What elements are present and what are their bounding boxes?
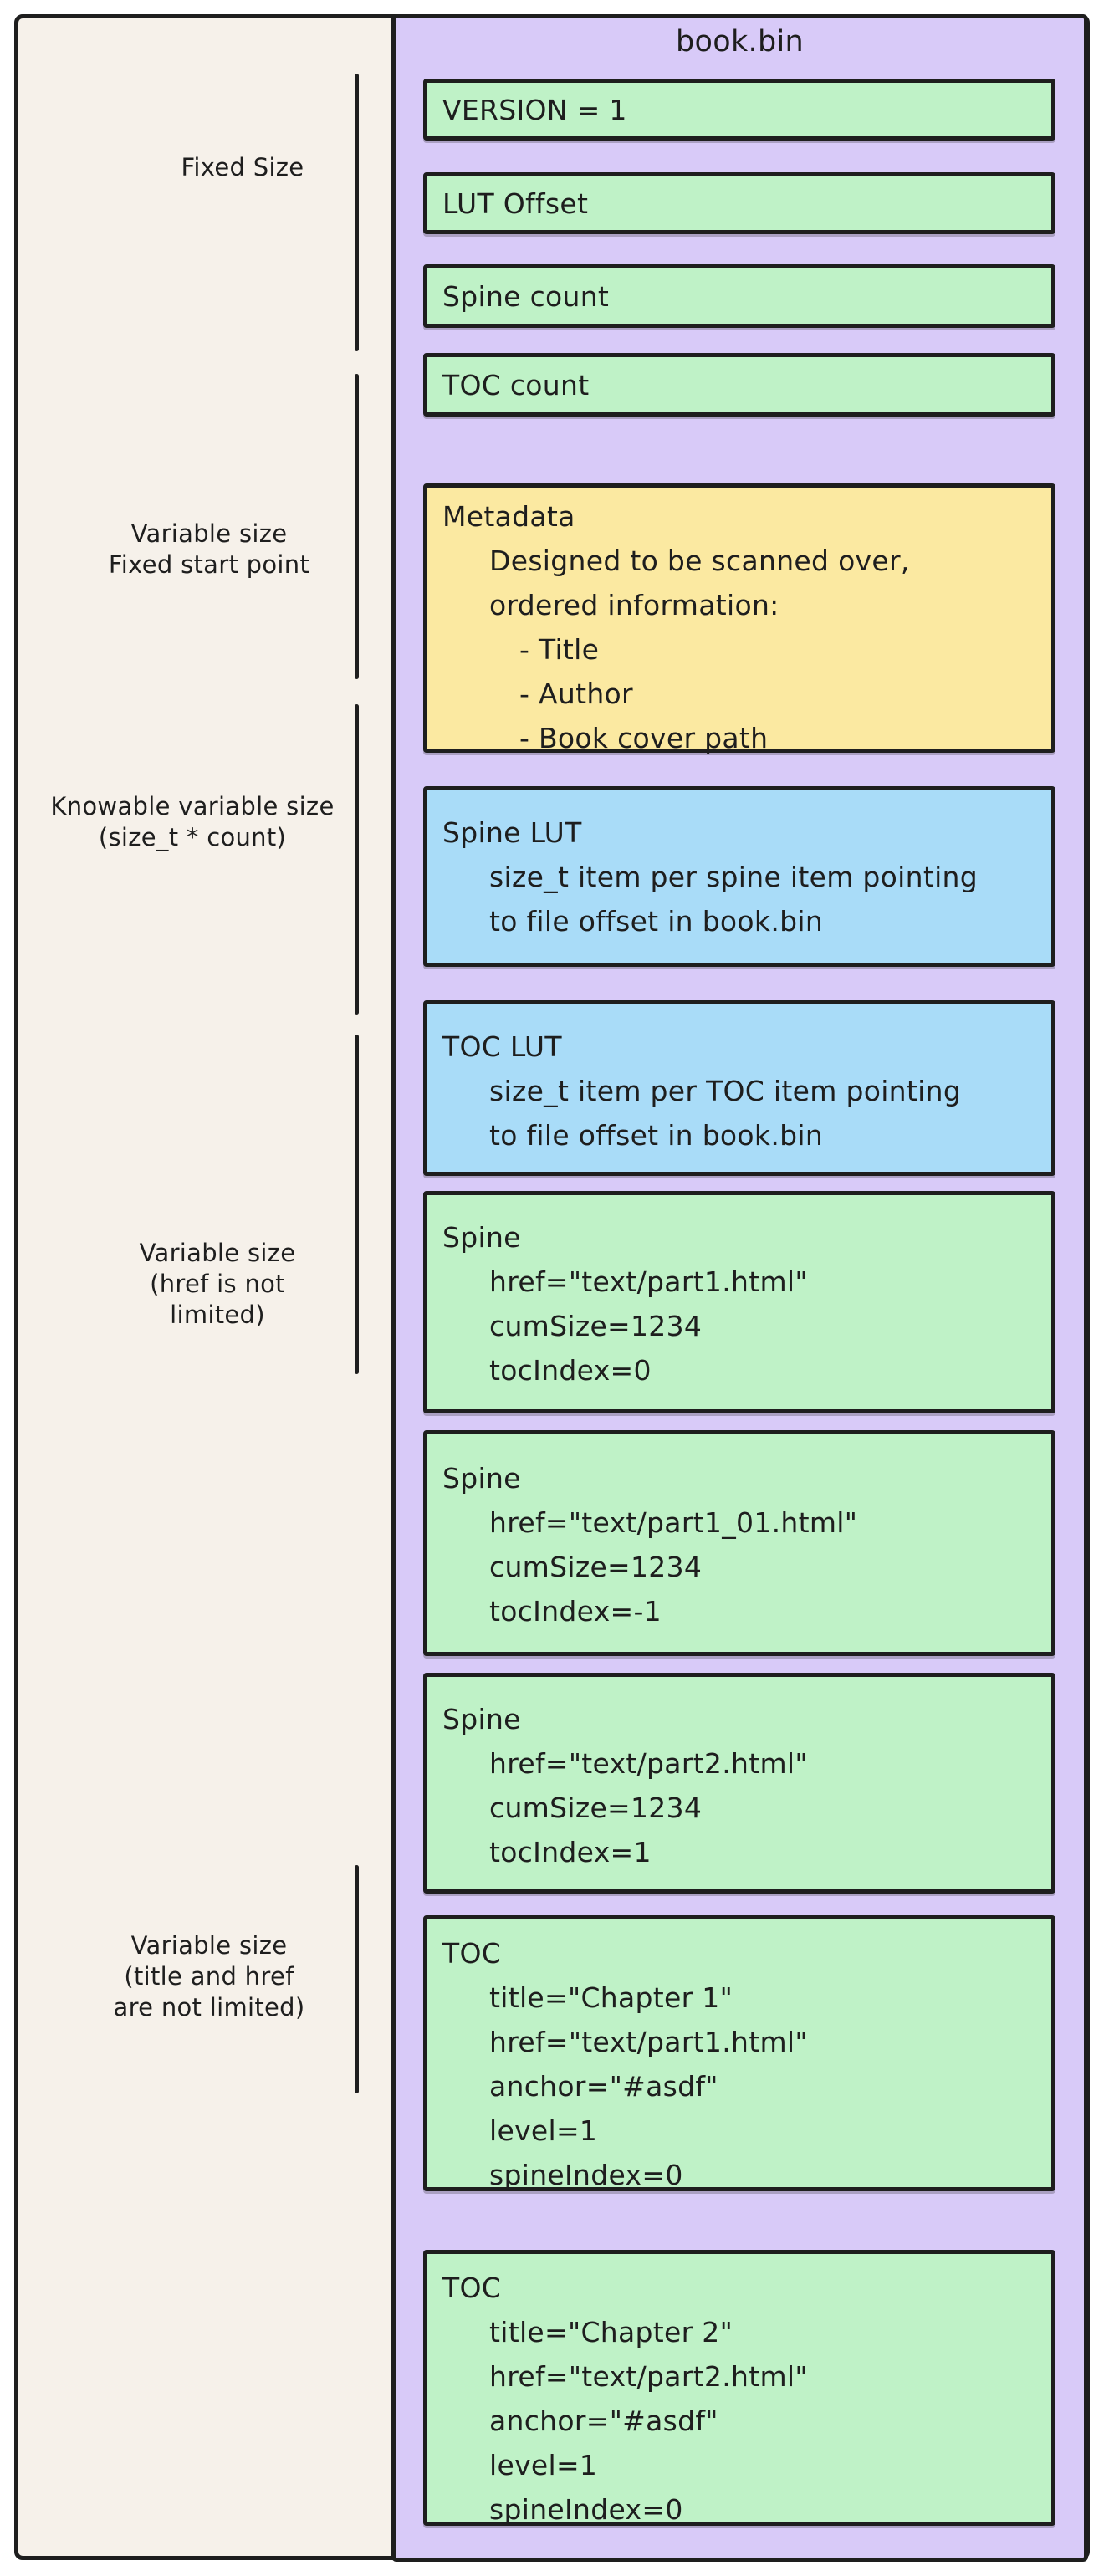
box-text: title="Chapter 1" <box>489 1981 733 2014</box>
label-text: Variable size <box>130 1931 288 1960</box>
box-spine-entry-2: Spine href="text/part1_01.html" cumSize=… <box>423 1430 1055 1656</box>
box-spine-entry-3: Spine href="text/part2.html" cumSize=123… <box>423 1673 1055 1894</box>
label-variable-size-title-href: Variable size (title and href are not li… <box>59 1930 360 2023</box>
label-text: (size_t * count) <box>98 823 287 851</box>
box-title: TOC <box>442 2272 502 2304</box>
label-text: (href is not <box>150 1270 285 1298</box>
label-variable-size-fixed-start: Variable size Fixed start point <box>50 519 368 580</box>
box-text: title="Chapter 2" <box>489 2316 733 2349</box>
box-toc-lut: TOC LUT size_t item per TOC item pointin… <box>423 1000 1055 1176</box>
box-text: tocIndex=0 <box>489 1354 652 1387</box>
box-text: to file offset in book.bin <box>489 905 824 938</box>
box-version: VERSION = 1 <box>423 79 1055 141</box>
box-metadata: Metadata Designed to be scanned over, or… <box>423 483 1055 754</box>
box-title: Spine <box>442 1462 521 1495</box>
box-title: TOC LUT <box>442 1030 562 1063</box>
bracket-variable-size-title-href <box>355 1865 359 2093</box>
label-text: Variable size <box>139 1239 296 1267</box>
label-variable-size-href: Variable size (href is not limited) <box>75 1238 360 1331</box>
box-text: href="text/part2.html" <box>489 1747 808 1780</box>
label-knowable-variable-size: Knowable variable size (size_t * count) <box>25 791 360 853</box>
box-text: href="text/part1.html" <box>489 2026 808 2058</box>
box-text: tocIndex=-1 <box>489 1595 662 1628</box>
box-title: Spine LUT <box>442 816 582 849</box>
box-title: Spine <box>442 1703 521 1735</box>
box-text: level=1 <box>489 2449 598 2481</box>
box-title: TOC <box>442 1937 502 1970</box>
box-text: - Title <box>519 633 600 666</box>
box-text: spineIndex=0 <box>489 2493 683 2526</box>
box-text: anchor="#asdf" <box>489 2070 718 2103</box>
box-toc-entry-2: TOC title="Chapter 2" href="text/part2.h… <box>423 2250 1055 2526</box>
box-text: Spine count <box>442 279 610 313</box>
label-text: Knowable variable size <box>50 792 335 820</box>
box-text: LUT Offset <box>442 187 589 220</box>
bracket-fixed-size <box>355 74 359 351</box>
box-text: Designed to be scanned over, <box>489 544 910 577</box>
box-text: ordered information: <box>489 589 779 621</box>
box-text: VERSION = 1 <box>442 93 627 126</box>
box-text: cumSize=1234 <box>489 1551 703 1583</box>
bracket-variable-size-href <box>355 1035 359 1374</box>
book-bin-title: book.bin <box>676 25 804 59</box>
box-spine-entry-1: Spine href="text/part1.html" cumSize=123… <box>423 1191 1055 1413</box>
box-text: cumSize=1234 <box>489 1791 703 1824</box>
bracket-knowable-variable-size <box>355 704 359 1015</box>
box-text: - Author <box>519 677 633 710</box>
label-text: Fixed start point <box>108 550 310 579</box>
label-text: are not limited) <box>113 1993 305 2021</box>
box-text: to file offset in book.bin <box>489 1119 824 1152</box>
box-spine-lut: Spine LUT size_t item per spine item poi… <box>423 786 1055 967</box>
box-lut-offset: LUT Offset <box>423 172 1055 234</box>
box-text: tocIndex=1 <box>489 1836 652 1868</box>
label-text: Variable size <box>130 519 288 548</box>
box-text: - Book cover path <box>519 722 769 754</box>
box-title: Spine <box>442 1221 521 1254</box>
box-title: Metadata <box>442 500 575 533</box>
box-toc-entry-1: TOC title="Chapter 1" href="text/part1.h… <box>423 1915 1055 2191</box>
box-text: spineIndex=0 <box>489 2159 683 2191</box>
bracket-variable-size-fixed-start <box>355 374 359 679</box>
label-text: limited) <box>170 1301 265 1329</box>
box-text: href="text/part1.html" <box>489 1265 808 1298</box>
box-toc-count: TOC count <box>423 353 1055 417</box>
label-text: (title and href <box>124 1962 294 1991</box>
box-text: level=1 <box>489 2114 598 2147</box>
box-text: href="text/part1_01.html" <box>489 1506 858 1539</box>
box-text: size_t item per spine item pointing <box>489 861 979 893</box>
box-text: cumSize=1234 <box>489 1310 703 1342</box>
box-text: TOC count <box>442 368 590 401</box>
box-text: anchor="#asdf" <box>489 2405 718 2437</box>
label-text: Fixed Size <box>181 153 304 181</box>
box-text: size_t item per TOC item pointing <box>489 1075 962 1107</box>
box-text: href="text/part2.html" <box>489 2360 808 2393</box>
label-fixed-size: Fixed Size <box>100 152 385 183</box>
box-spine-count: Spine count <box>423 264 1055 328</box>
